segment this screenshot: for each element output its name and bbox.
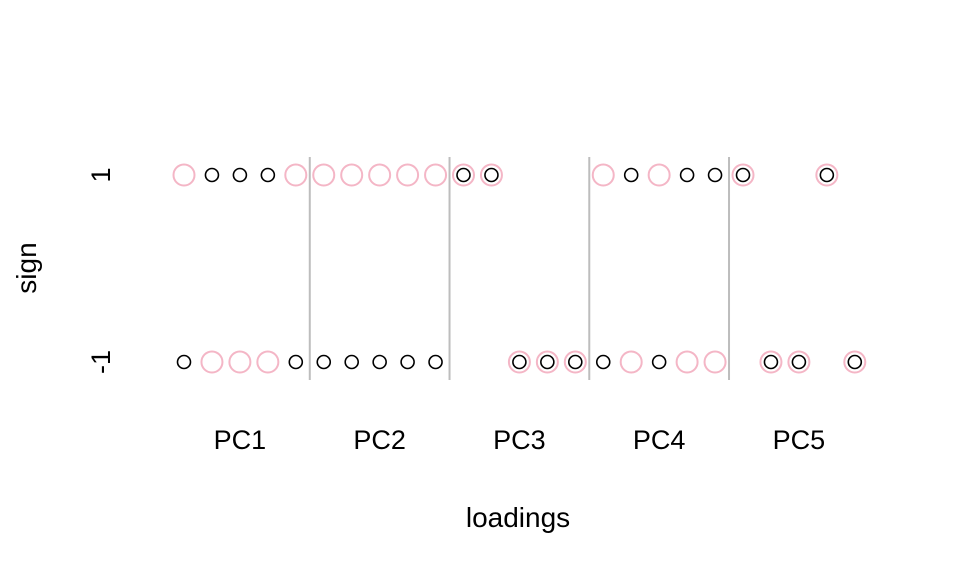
point-pink-8 [368, 163, 392, 187]
point-pink-37 [703, 350, 727, 374]
point-pink-34 [619, 350, 643, 374]
point-black-32 [567, 354, 583, 370]
point-black-26 [344, 354, 360, 370]
point-pink-32 [563, 350, 587, 374]
point-pink-18 [731, 163, 755, 187]
point-pink-11 [452, 163, 475, 187]
point-pink-12 [479, 163, 503, 187]
point-pink-40 [843, 350, 867, 374]
data-points [172, 163, 867, 374]
point-black-27 [372, 354, 387, 370]
point-black-33 [595, 354, 611, 370]
point-black-28 [400, 354, 415, 370]
point-pink-39 [787, 350, 811, 374]
point-black-39 [791, 354, 807, 370]
point-pink-19 [815, 163, 839, 187]
point-black-18 [735, 167, 751, 183]
point-black-29 [428, 354, 443, 370]
point-black-14 [623, 167, 639, 183]
point-black-16 [679, 167, 695, 183]
point-black-17 [707, 167, 723, 183]
group-separators [308, 157, 731, 380]
x-axis-title: loadings [466, 502, 570, 533]
point-pink-6 [312, 163, 336, 187]
point-black-11 [456, 167, 471, 183]
x-tick-label-pc3: PC3 [493, 425, 546, 455]
point-pink-31 [535, 350, 559, 374]
y-tick-labels: 1 -1 [86, 167, 116, 374]
point-pink-23 [256, 350, 280, 374]
point-pink-38 [759, 350, 783, 374]
y-tick-label-2: -1 [86, 350, 116, 374]
point-black-35 [651, 354, 667, 370]
point-black-40 [847, 354, 863, 370]
point-black-31 [540, 354, 555, 370]
point-black-2 [204, 167, 220, 183]
point-pink-9 [396, 163, 420, 187]
point-pink-30 [507, 350, 531, 374]
x-tick-label-pc5: PC5 [773, 425, 826, 455]
point-black-38 [763, 354, 779, 370]
x-tick-label-pc2: PC2 [353, 425, 406, 455]
point-black-12 [484, 167, 499, 183]
point-pink-10 [424, 163, 448, 187]
point-black-20 [176, 354, 192, 370]
x-tick-label-pc1: PC1 [214, 425, 267, 455]
point-black-3 [232, 167, 248, 183]
point-pink-22 [228, 350, 252, 374]
point-black-24 [288, 354, 304, 370]
point-pink-5 [284, 163, 308, 187]
point-pink-15 [647, 163, 671, 187]
point-pink-1 [172, 163, 196, 187]
point-pink-36 [675, 350, 699, 374]
point-black-25 [316, 354, 332, 370]
x-tick-labels: PC1 PC2 PC3 PC4 PC5 [214, 425, 826, 455]
point-pink-7 [340, 163, 364, 187]
point-pink-21 [200, 350, 224, 374]
y-axis-title: sign [11, 242, 42, 293]
point-pink-13 [591, 163, 615, 187]
point-black-4 [260, 167, 276, 183]
x-tick-label-pc4: PC4 [633, 425, 686, 455]
point-black-19 [819, 167, 835, 183]
y-tick-label-1: 1 [86, 167, 116, 182]
point-black-30 [512, 354, 527, 370]
